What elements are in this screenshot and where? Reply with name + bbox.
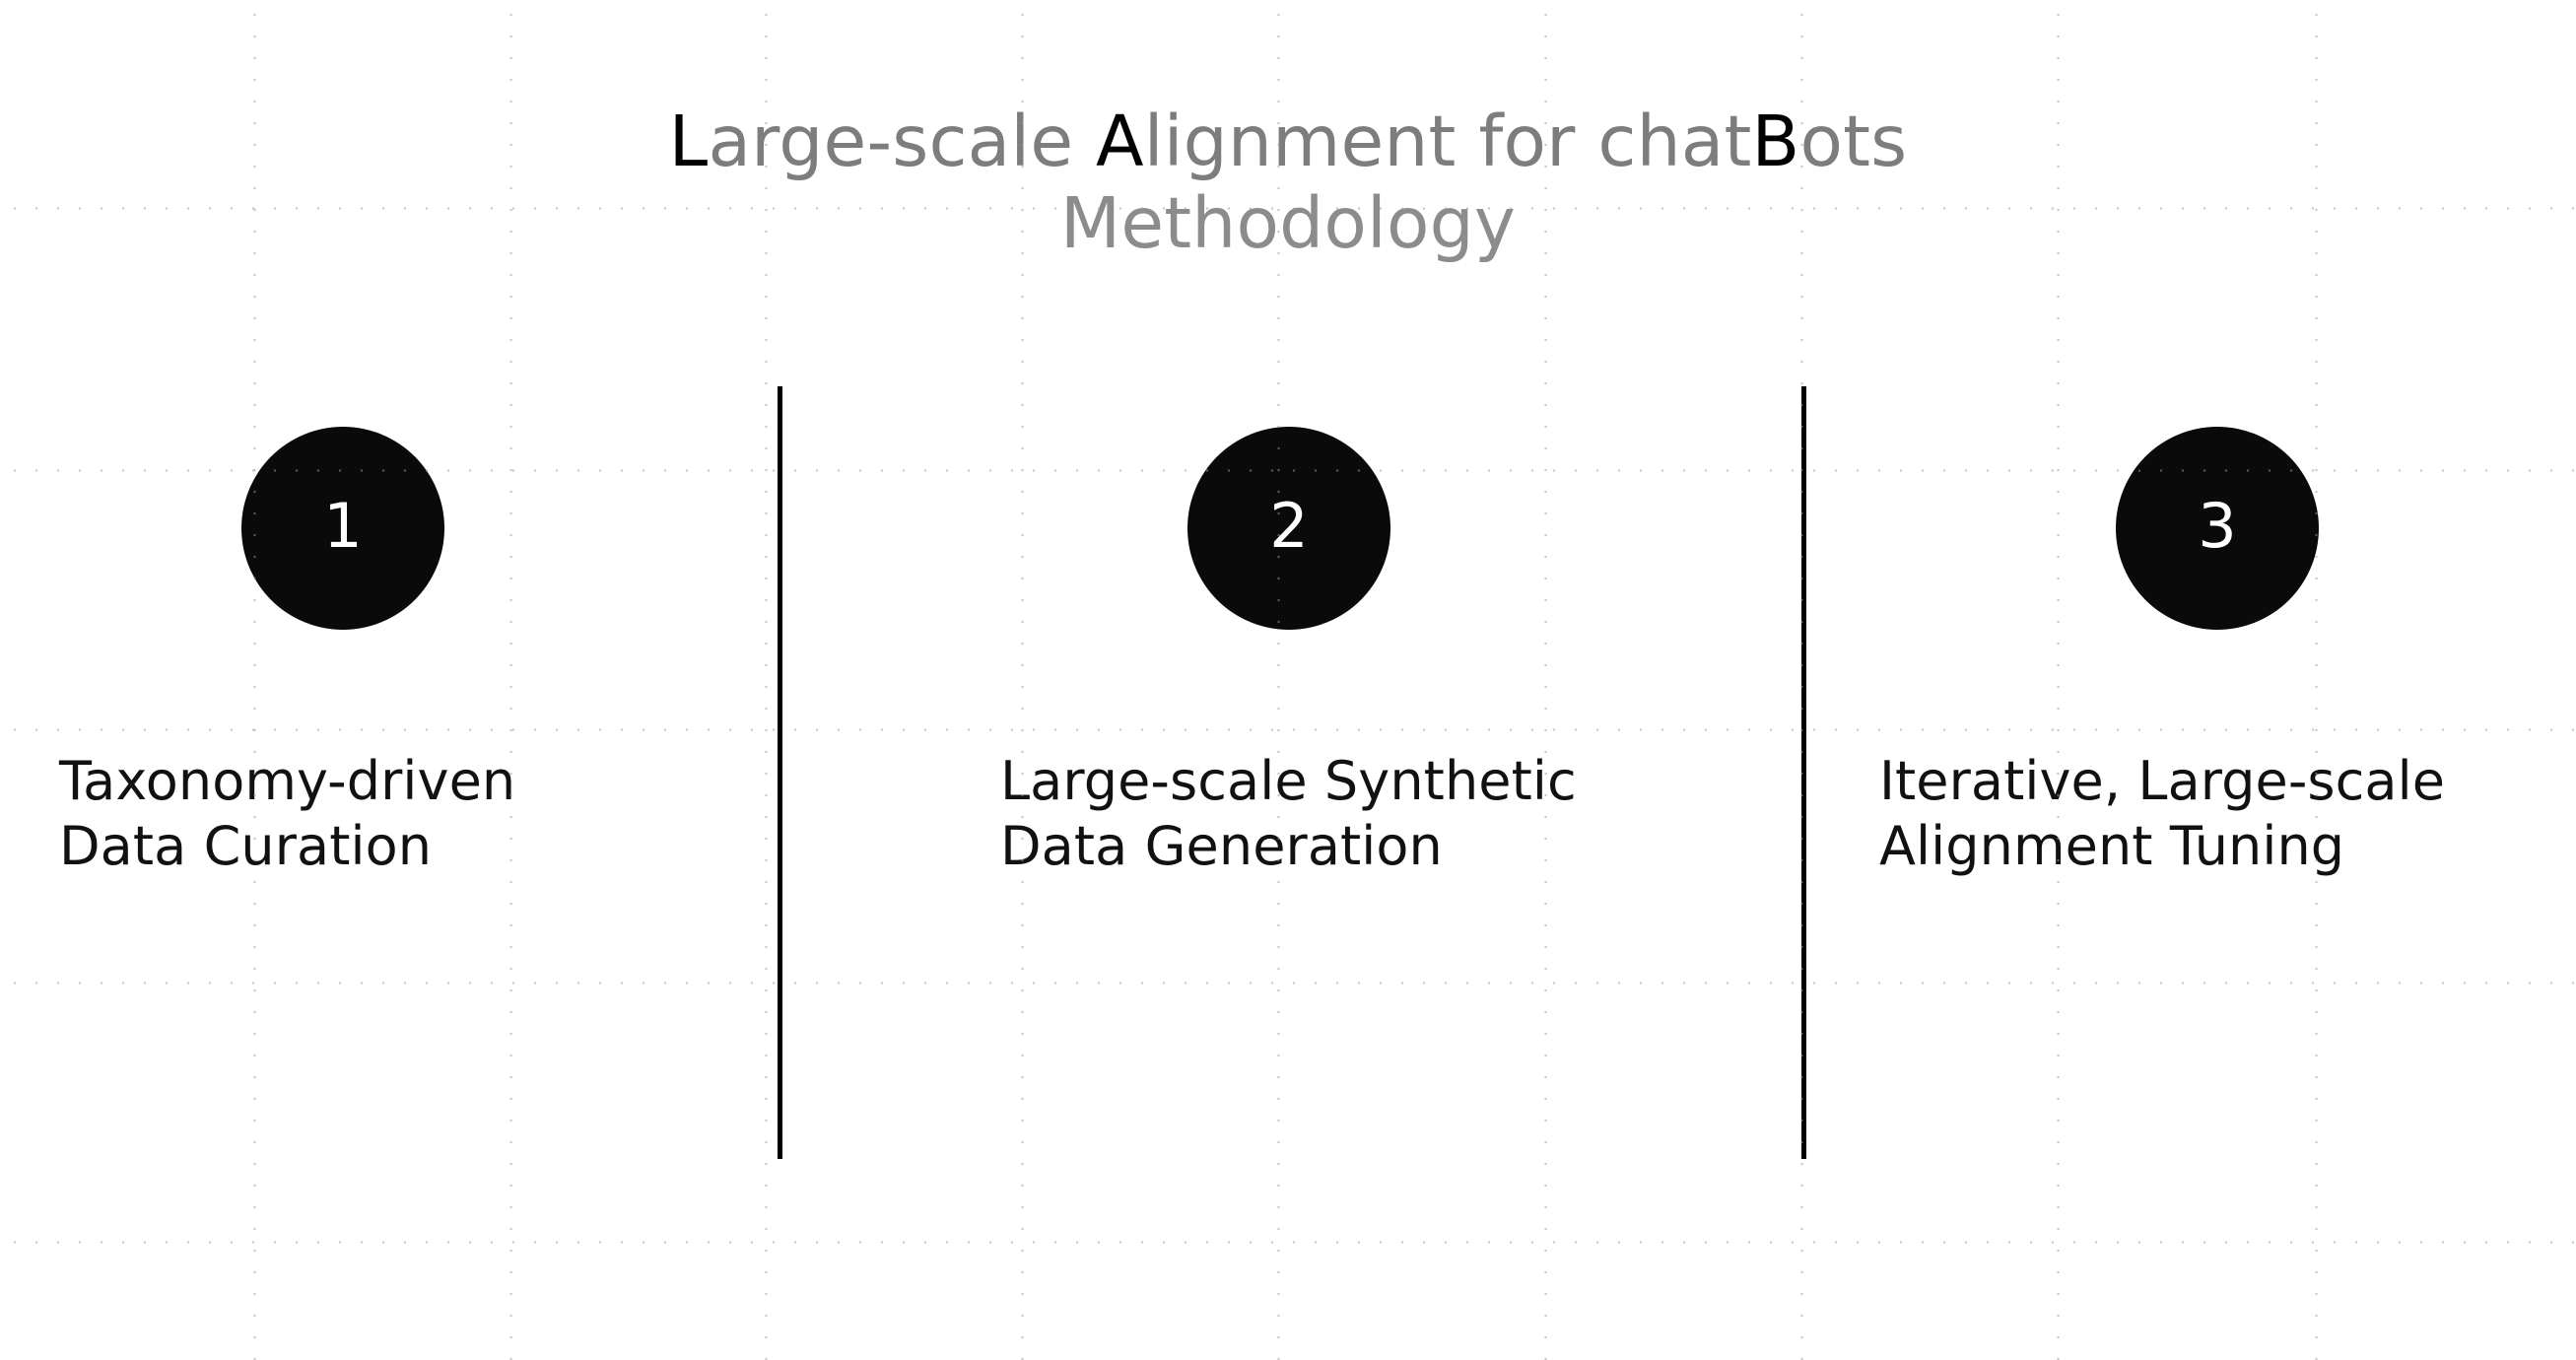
step-label-2-line-1: Large-scale Synthetic — [1000, 750, 1577, 812]
step-divider-1 — [778, 386, 782, 1159]
title-emphasis-a: A — [1095, 101, 1144, 182]
step-label-3-line-2: Alignment Tuning — [1879, 814, 2345, 877]
title-segment-ots: ots — [1799, 101, 1908, 182]
title-segment-lignment-for-chat: lignment for chat — [1143, 101, 1752, 182]
step-number-2: 2 — [1269, 490, 1309, 562]
step-divider-2 — [1801, 386, 1806, 1159]
title-emphasis-b: B — [1751, 101, 1800, 182]
figure-title-block: Large-scale Alignment for chatBots Metho… — [0, 101, 2576, 264]
step-badge-2: 2 — [1187, 427, 1390, 630]
step-badge-3: 3 — [2116, 427, 2319, 630]
step-label-2-line-2: Data Generation — [1000, 814, 1443, 877]
step-number-1: 1 — [323, 490, 363, 562]
step-badge-1: 1 — [241, 427, 444, 630]
title-emphasis-l: L — [668, 101, 709, 182]
figure-title-line-1: Large-scale Alignment for chatBots — [0, 101, 2576, 182]
step-number-3: 3 — [2198, 490, 2237, 562]
step-label-1-line-1: Taxonomy-driven — [59, 750, 516, 812]
step-label-3-line-1: Iterative, Large-scale — [1879, 750, 2446, 812]
title-segment-arge-scale: arge-scale — [708, 101, 1096, 182]
step-label-1-line-2: Data Curation — [59, 814, 433, 877]
figure-subtitle: Methodology — [1059, 181, 1517, 264]
